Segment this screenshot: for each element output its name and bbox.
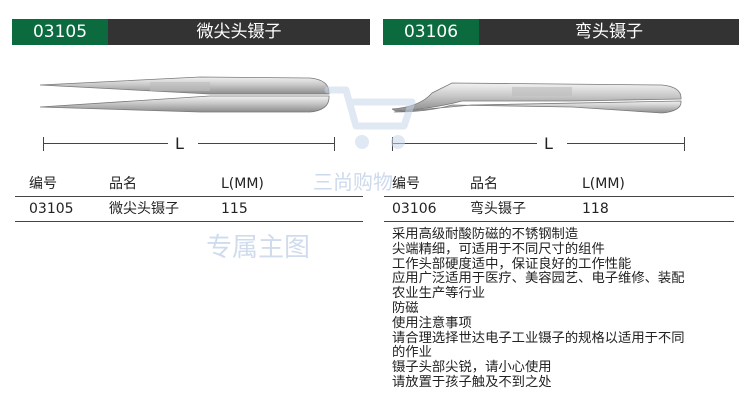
column-header: L(MM) — [582, 176, 625, 192]
cart-watermark-icon — [324, 86, 416, 149]
column-header: L(MM) — [221, 176, 264, 192]
table-cell: 03106 — [392, 201, 437, 217]
exclusive-watermark: 专属主图 — [206, 233, 311, 263]
dimension-label: L — [544, 134, 553, 153]
brand-watermark: 三尚购物 — [313, 170, 393, 194]
product-code-label: 03105 — [12, 19, 108, 45]
description-line: 工作头部硬度适中，保证良好的工作性能 — [392, 256, 632, 272]
description-line: 镊子头部尖锐，请小心使用 — [392, 360, 552, 376]
description-line: 的作业 — [392, 345, 432, 361]
table-cell: 弯头镊子 — [470, 201, 526, 217]
bent-tweezers-image — [392, 82, 682, 114]
table-row: 03106 弯头镊子 118 — [384, 198, 734, 220]
table-row: 03105 微尖头镊子 115 — [15, 198, 363, 220]
spec-table-03105: 编号 品名 L(MM) 03105 微尖头镊子 115 — [15, 173, 363, 223]
length-dimension-03106: L — [392, 133, 685, 155]
description-line: 防磁 — [392, 300, 419, 316]
dimension-label: L — [175, 134, 184, 153]
description-line: 尖端精细，可适用于不同尺寸的组件 — [392, 241, 605, 257]
description-line: 农业生产等行业 — [392, 286, 486, 302]
description-line: 采用高级耐酸防磁的不锈钢制造 — [392, 227, 579, 242]
product-code-label: 03106 — [383, 19, 479, 45]
product-title-label: 微尖头镊子 — [108, 19, 370, 45]
table-cell: 03105 — [29, 201, 74, 217]
table-cell: 115 — [221, 201, 248, 217]
product-description: 采用高级耐酸防磁的不锈钢制造 尖端精细，可适用于不同尺寸的组件 工作头部硬度适中… — [392, 227, 732, 391]
length-dimension-03105: L — [43, 133, 335, 155]
column-header: 编号 — [29, 176, 57, 192]
description-line: 请放置于孩子触及不到之处 — [392, 374, 552, 390]
table-header-row: 编号 品名 L(MM) — [15, 173, 363, 195]
column-header: 编号 — [392, 176, 420, 192]
product-header-03106: 03106 弯头镊子 — [383, 19, 739, 45]
description-line: 请合理选择世达电子工业镊子的规格以适用于不同 — [392, 330, 685, 346]
column-header: 品名 — [470, 176, 498, 192]
description-line: 使用注意事项 — [392, 315, 472, 331]
table-cell: 微尖头镊子 — [109, 201, 179, 217]
column-header: 品名 — [109, 176, 137, 192]
table-header-row: 编号 品名 L(MM) — [384, 173, 734, 195]
description-line: 应用广泛适用于医疗、美容园艺、电子维修、装配 — [392, 271, 685, 287]
straight-tweezers-image — [40, 76, 330, 113]
table-cell: 118 — [582, 201, 609, 217]
product-title-label: 弯头镊子 — [479, 19, 739, 45]
product-header-03105: 03105 微尖头镊子 — [12, 19, 370, 45]
spec-table-03106: 编号 品名 L(MM) 03106 弯头镊子 118 — [384, 173, 734, 223]
